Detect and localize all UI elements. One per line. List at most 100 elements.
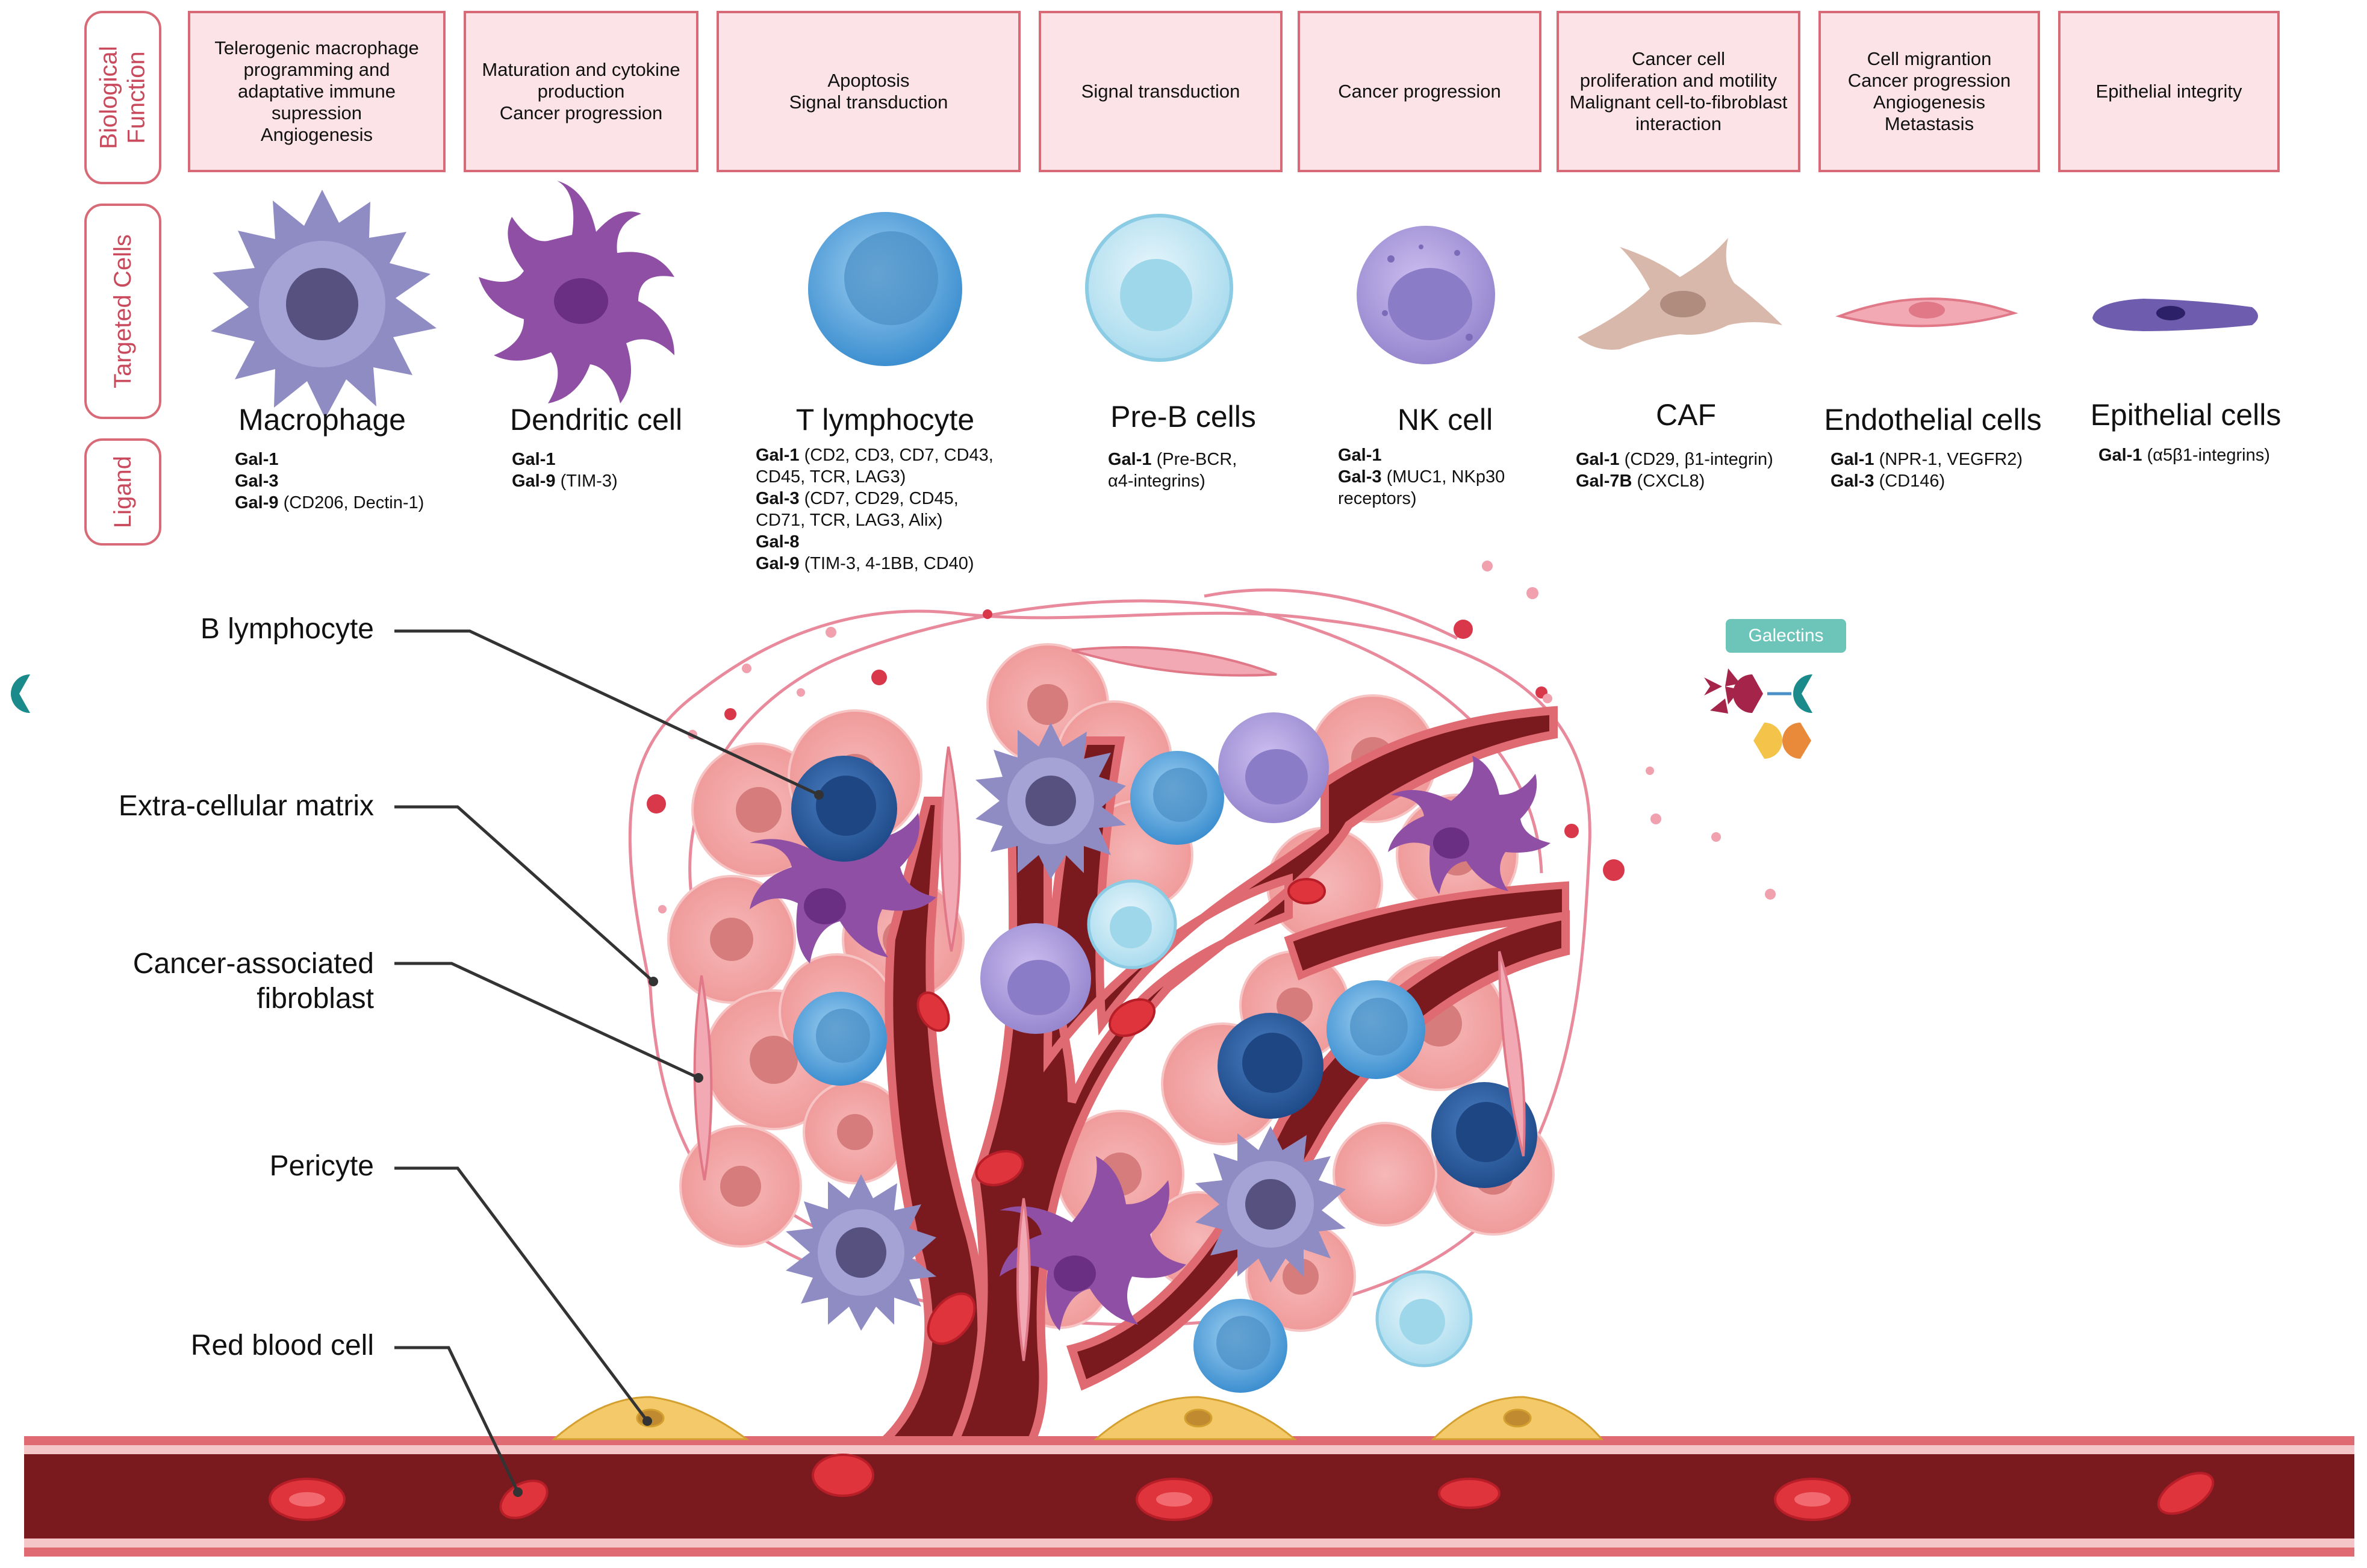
galectin-target: CD45, TCR, LAG3) <box>756 467 906 487</box>
galectin-target: (CD206, Dectin-1) <box>278 493 425 512</box>
nk-cell-icon <box>1357 226 1495 364</box>
callout-lines <box>394 629 820 1493</box>
galectin-target: (CD29, β1-integrin) <box>1619 450 1773 469</box>
galectin-target: (CD2, CD3, CD7, CD43, <box>799 446 994 465</box>
function-endothelial-cells: Cell migrantion Cancer progression Angio… <box>1818 11 2040 172</box>
galectin-target: α4-integrins) <box>1108 471 1205 491</box>
t-lymphocyte-icon <box>808 212 962 366</box>
cell-name-t-lymphocyte: T lymphocyte <box>795 403 975 437</box>
ligand-line: Gal-8 <box>756 531 1021 553</box>
macrophage-tumor-1 <box>975 723 1126 879</box>
galectin-target: CD71, TCR, LAG3, Alix) <box>756 511 943 530</box>
label-red-blood-cell: Red blood cell <box>190 1330 374 1361</box>
ecm-light-dots <box>658 561 1776 913</box>
cell-name-nk-cell: NK cell <box>1397 403 1493 437</box>
cancer-associated-fibroblasts <box>693 646 1526 1361</box>
ligands-t-lymphocyte: Gal-1 (CD2, CD3, CD7, CD43,CD45, TCR, LA… <box>756 444 1021 574</box>
ligands-epithelial-cells: Gal-1 (α5β1-integrins) <box>2098 444 2270 466</box>
dendritic-cell-tumor-3 <box>1000 1156 1186 1331</box>
label-cancer-associated-fibroblast: Cancer-associated fibroblast <box>132 948 374 1015</box>
galectin-target: (CXCL8) <box>1632 471 1705 491</box>
function-nk-cell: Cancer progression <box>1298 11 1541 172</box>
dendritic-cell-tumor <box>750 789 936 963</box>
ligand-line: Gal-1 (α5β1-integrins) <box>2098 444 2270 466</box>
ligand-line: Gal-1 (CD29, β1-integrin) <box>1576 449 1773 470</box>
pericytes <box>552 1396 1604 1440</box>
galectin-name: Gal-9 <box>756 554 800 573</box>
galectin-target: (TIM-3) <box>555 471 618 491</box>
dendritic-cell-tumor-2 <box>1388 756 1551 894</box>
galectin-target: (MUC1, NKp30 <box>1381 467 1505 487</box>
ligands-endothelial-cells: Gal-1 (NPR-1, VEGFR2)Gal-3 (CD146) <box>1830 449 2023 492</box>
galectin-name: Gal-1 <box>756 446 800 465</box>
ligand-line: Gal-9 (TIM-3, 4-1BB, CD40) <box>756 553 1021 574</box>
t-lymphocytes-tumor <box>793 751 1425 1393</box>
ligand-line: Gal-3 (MUC1, NKp30 <box>1338 466 1505 488</box>
function-pre-b-cells: Signal transduction <box>1039 11 1283 172</box>
galectin-target: (CD146) <box>1874 471 1946 491</box>
galectin-name: Gal-3 <box>1830 471 1874 491</box>
galectin-molecules-icon <box>11 668 1812 759</box>
ligand-line: Gal-1 <box>1338 444 1505 466</box>
row-label-ligand: Ligand <box>84 438 161 546</box>
galectin-target: (Pre-BCR, <box>1151 450 1237 469</box>
cell-name-epithelial-cells: Epithelial cells <box>2090 398 2281 432</box>
galectin-name: Gal-1 <box>1576 450 1620 469</box>
ligand-line: CD71, TCR, LAG3, Alix) <box>756 509 1021 531</box>
galectin-name: Gal-1 <box>1338 446 1382 465</box>
galectin-name: Gal-1 <box>235 450 279 469</box>
label-b-lymphocyte: B lymphocyte <box>200 613 374 645</box>
ligand-line: Gal-1 (Pre-BCR, <box>1108 449 1237 470</box>
cell-name-endothelial-cells: Endothelial cells <box>1824 403 2042 437</box>
row-label-targeted-cells: Targeted Cells <box>84 204 161 419</box>
function-caf: Cancer cell proliferation and motility M… <box>1557 11 1800 172</box>
ligand-line: Gal-7B (CXCL8) <box>1576 470 1773 492</box>
function-epithelial-cells: Epithelial integrity <box>2058 11 2280 172</box>
macrophage-tumor-2 <box>786 1174 936 1331</box>
ligand-line: α4-integrins) <box>1108 470 1237 492</box>
galectin-name: Gal-1 <box>1830 450 1874 469</box>
galectin-name: Gal-1 <box>512 450 556 469</box>
endothelial-cell-icon <box>1835 297 2018 328</box>
label-pericyte: Pericyte <box>269 1150 374 1182</box>
ligand-line: Gal-1 (CD2, CD3, CD7, CD43, <box>756 444 1021 466</box>
galectin-name: Gal-3 <box>235 471 279 491</box>
galectin-target: (NPR-1, VEGFR2) <box>1874 450 2023 469</box>
pre-b-cell-icon <box>1085 214 1233 362</box>
dendritic-cell-icon <box>479 181 674 403</box>
function-macrophage: Telerogenic macrophage programming and a… <box>188 11 446 172</box>
ligand-line: Gal-9 (TIM-3) <box>512 470 618 492</box>
galectin-target: (α5β1-integrins) <box>2142 446 2270 465</box>
function-t-lymphocyte: Apoptosis Signal transduction <box>717 11 1021 172</box>
ligand-line: CD45, TCR, LAG3) <box>756 466 1021 488</box>
main-blood-vessel <box>24 1436 2354 1557</box>
galectin-target: (CD7, CD29, CD45, <box>799 489 959 508</box>
ligand-line: Gal-3 (CD7, CD29, CD45, <box>756 488 1021 509</box>
ligand-line: Gal-9 (CD206, Dectin-1) <box>235 492 424 514</box>
epithelial-cell-icon <box>2092 299 2258 331</box>
ligand-line: Gal-1 <box>235 449 424 470</box>
galectin-target: receptors) <box>1338 489 1417 508</box>
macrophage-tumor-3 <box>1195 1126 1346 1283</box>
ligand-line: Gal-1 (NPR-1, VEGFR2) <box>1830 449 2023 470</box>
galectin-name: Gal-7B <box>1576 471 1632 491</box>
galectin-name: Gal-1 <box>2098 446 2142 465</box>
b-lymphocytes <box>791 756 1537 1188</box>
macrophage-icon <box>211 190 437 418</box>
cell-name-pre-b-cells: Pre-B cells <box>1110 400 1256 434</box>
ligand-line: Gal-1 <box>512 449 618 470</box>
function-dendritic-cell: Maturation and cytokine production Cance… <box>464 11 698 172</box>
nk-cells-tumor <box>980 712 1329 1034</box>
cell-name-dendritic-cell: Dendritic cell <box>509 403 683 437</box>
ligand-line: receptors) <box>1338 488 1505 509</box>
galectin-name: Gal-3 <box>756 489 800 508</box>
ligands-caf: Gal-1 (CD29, β1-integrin)Gal-7B (CXCL8) <box>1576 449 1773 492</box>
ligands-pre-b-cells: Gal-1 (Pre-BCR,α4-integrins) <box>1108 449 1237 492</box>
pre-b-cells-tumor <box>1087 879 1473 1367</box>
galectin-name: Gal-8 <box>756 532 800 552</box>
caf-icon <box>1578 238 1782 350</box>
